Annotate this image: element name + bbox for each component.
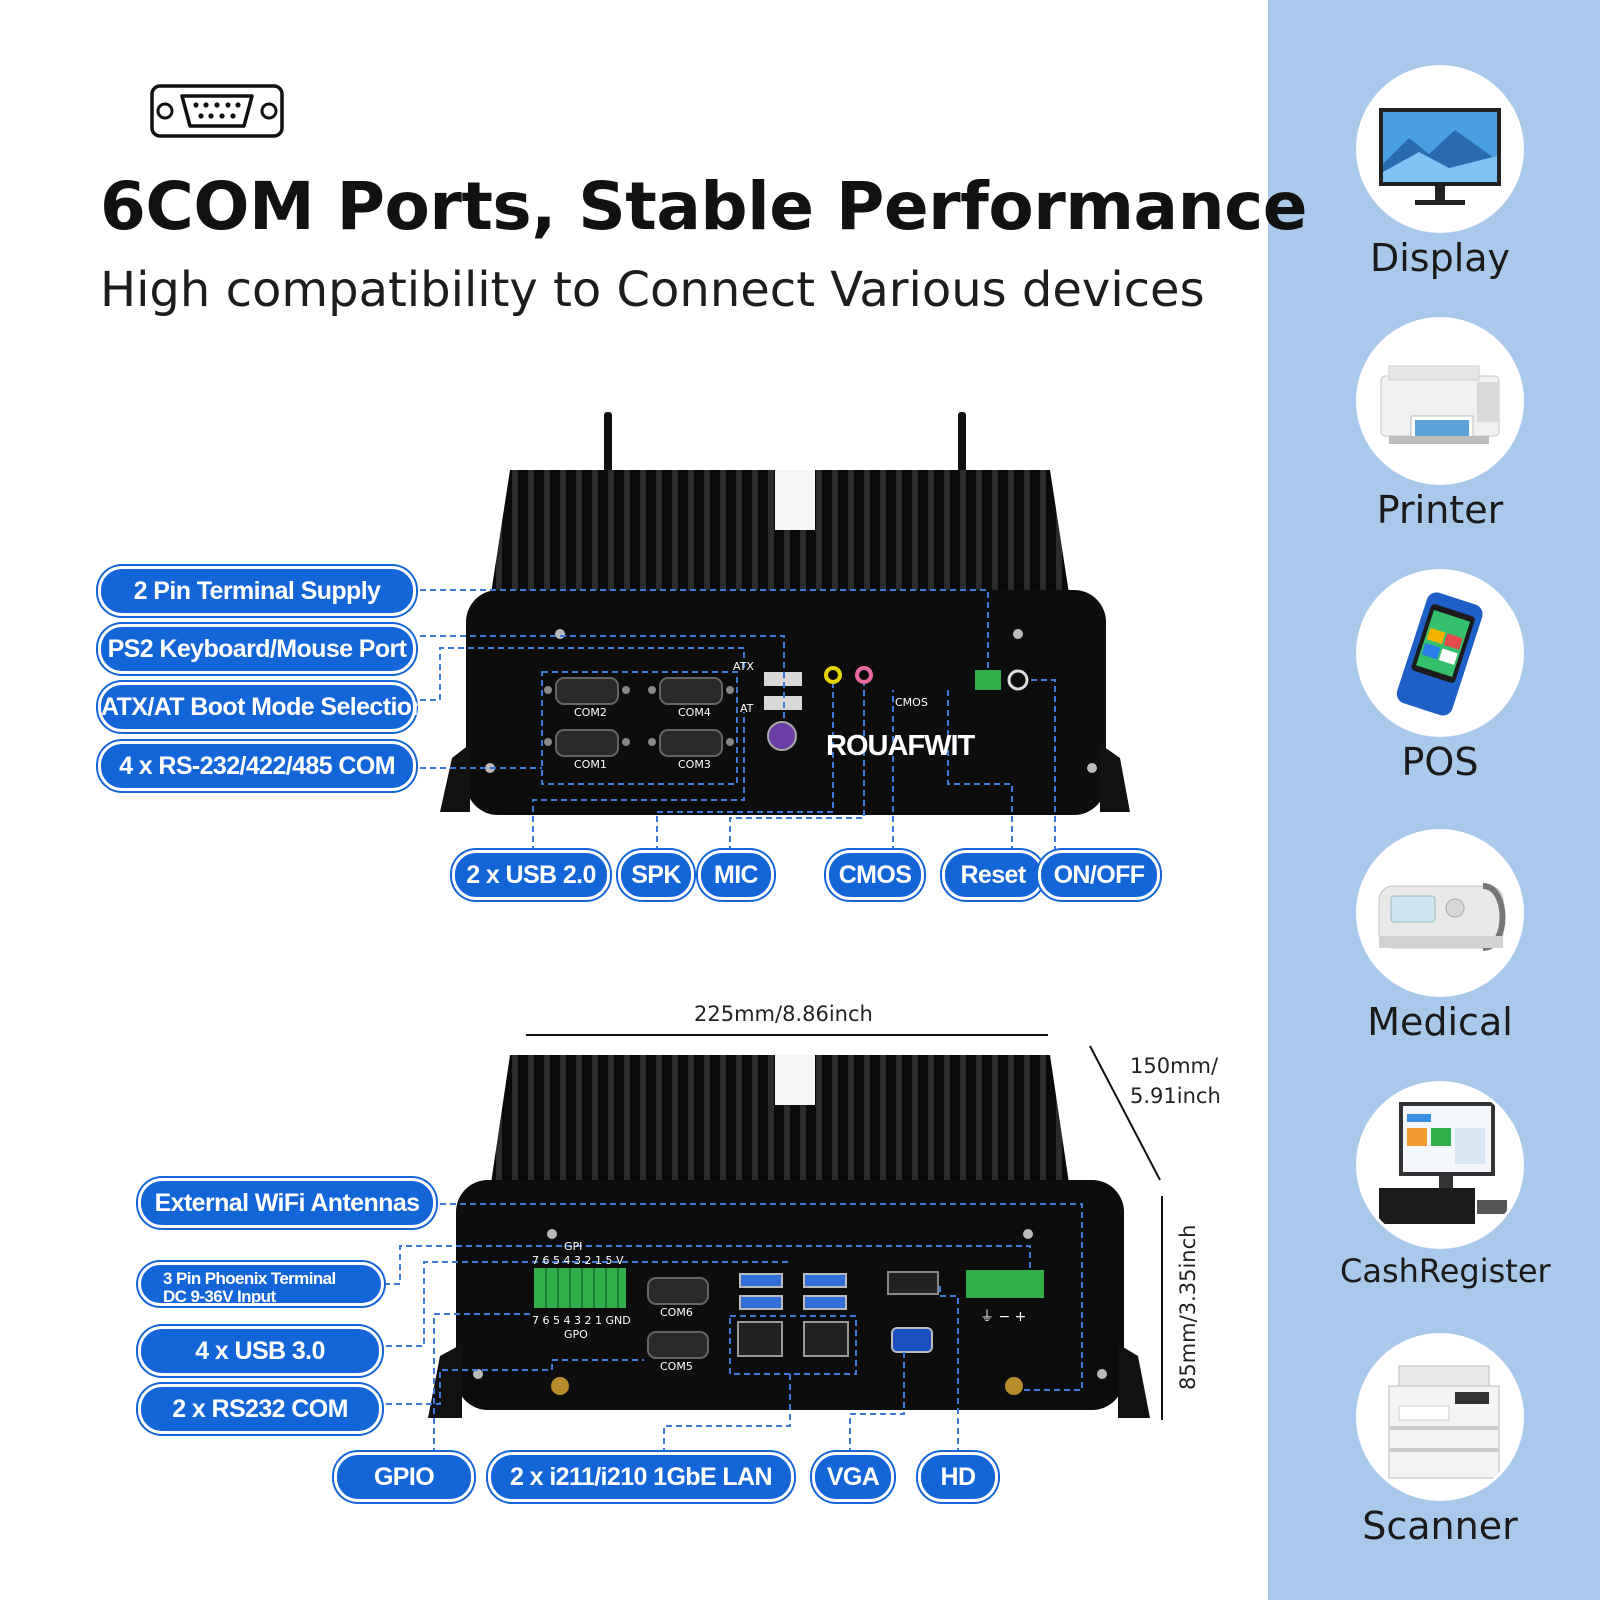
- page-title: 6COM Ports, Stable Performance: [100, 168, 1307, 245]
- heatsink-fins: [490, 470, 1070, 600]
- device-display: Display: [1340, 68, 1540, 280]
- callout-reset: Reset: [942, 850, 1044, 900]
- callout-usb3: 4 x USB 3.0: [138, 1326, 382, 1376]
- device-label: POS: [1401, 740, 1479, 784]
- device-label: Scanner: [1362, 1504, 1518, 1548]
- callout-lan: 2 x i211/i210 1GbE LAN: [488, 1452, 794, 1502]
- medical-device-icon: [1359, 832, 1521, 994]
- callout-rs232: 2 x RS232 COM: [138, 1384, 382, 1434]
- dimension-depth-line1: 150mm/: [1130, 1054, 1219, 1078]
- antenna-right: [958, 412, 966, 472]
- dimension-lines: [526, 1034, 1163, 1420]
- cash-register-icon: [1359, 1084, 1521, 1246]
- callout-gpio: GPIO: [334, 1452, 474, 1502]
- callout-boot-mode: ATX/AT Boot Mode Selection: [98, 682, 427, 732]
- port-label-com3: COM3: [678, 758, 711, 771]
- device-label: Medical: [1367, 1000, 1513, 1044]
- button-label-cmos: CMOS: [895, 696, 928, 709]
- port-label-com2: COM2: [574, 706, 607, 719]
- switch-label-at: AT: [740, 702, 754, 715]
- dimension-width: 225mm/8.86inch: [694, 1002, 873, 1026]
- antenna-left: [604, 412, 612, 472]
- gpo-label: GPO: [564, 1328, 588, 1341]
- device-panel: [1268, 0, 1600, 1600]
- port-label-com4: COM4: [678, 706, 711, 719]
- printer-icon: [1359, 320, 1521, 482]
- port-label-com1: COM1: [574, 758, 607, 771]
- dimension-height: 85mm/3.35inch: [1176, 1224, 1200, 1390]
- serial-port-icon: [150, 84, 284, 138]
- switch-label-atx: ATX: [733, 660, 754, 673]
- heatsink-fins: [490, 1055, 1070, 1190]
- gpi-label: GPI: [564, 1240, 583, 1253]
- power-polarity-label: ⏚ − +: [980, 1309, 1027, 1325]
- gpi-pin-label: 7 6 5 4 3 2 1 5 V: [532, 1254, 624, 1267]
- gpo-pin-label: 7 6 5 4 3 2 1 GND: [532, 1314, 631, 1327]
- callout-phoenix-terminal: 3 Pin Phoenix Terminal DC 9-36V Input: [138, 1262, 384, 1306]
- device-scanner: Scanner: [1340, 1336, 1540, 1548]
- product-illustrations: [376, 412, 1163, 1474]
- callout-ps2-port: PS2 Keyboard/Mouse Port: [98, 624, 416, 674]
- callout-on-off: ON/OFF: [1038, 850, 1160, 900]
- device-medical: Medical: [1340, 832, 1540, 1044]
- front-device: [420, 412, 1130, 852]
- page-subtitle: High compatibility to Connect Various de…: [100, 262, 1205, 318]
- mount-ear-left: [428, 1344, 462, 1418]
- port-label-com6: COM6: [660, 1306, 693, 1319]
- callout-mic: MIC: [698, 850, 774, 900]
- callout-terminal-supply: 2 Pin Terminal Supply: [98, 566, 416, 616]
- pos-terminal-icon: [1359, 572, 1521, 734]
- port-label-com5: COM5: [660, 1360, 693, 1373]
- mount-ear-left: [440, 744, 470, 812]
- device-label: Printer: [1376, 488, 1504, 532]
- callout-com-ports: 4 x RS-232/422/485 COM: [98, 741, 416, 791]
- callout-phoenix-line1: 3 Pin Phoenix Terminal: [163, 1269, 336, 1288]
- monitor-icon: [1359, 68, 1521, 230]
- device-label: Display: [1369, 236, 1511, 280]
- scanner-icon: [1359, 1336, 1521, 1498]
- callout-spk: SPK: [618, 850, 694, 900]
- callout-phoenix-line2: DC 9-36V Input: [163, 1287, 276, 1306]
- device-cash-register: CashRegister: [1340, 1084, 1551, 1290]
- rear-device: [376, 1055, 1150, 1474]
- device-label: CashRegister: [1340, 1252, 1551, 1290]
- dimension-depth-line2: 5.91inch: [1130, 1084, 1221, 1108]
- callout-vga: VGA: [812, 1452, 894, 1502]
- mount-ear-right: [1100, 744, 1130, 812]
- device-printer: Printer: [1340, 320, 1540, 532]
- brand-logo: ROUAFWIT: [826, 730, 975, 762]
- mount-ear-right: [1118, 1344, 1150, 1418]
- callout-wifi-antennas: External WiFi Antennas: [138, 1178, 436, 1228]
- callout-cmos: CMOS: [826, 850, 924, 900]
- device-pos: POS: [1340, 572, 1540, 784]
- callout-usb2: 2 x USB 2.0: [452, 850, 610, 900]
- callout-hd: HD: [918, 1452, 998, 1502]
